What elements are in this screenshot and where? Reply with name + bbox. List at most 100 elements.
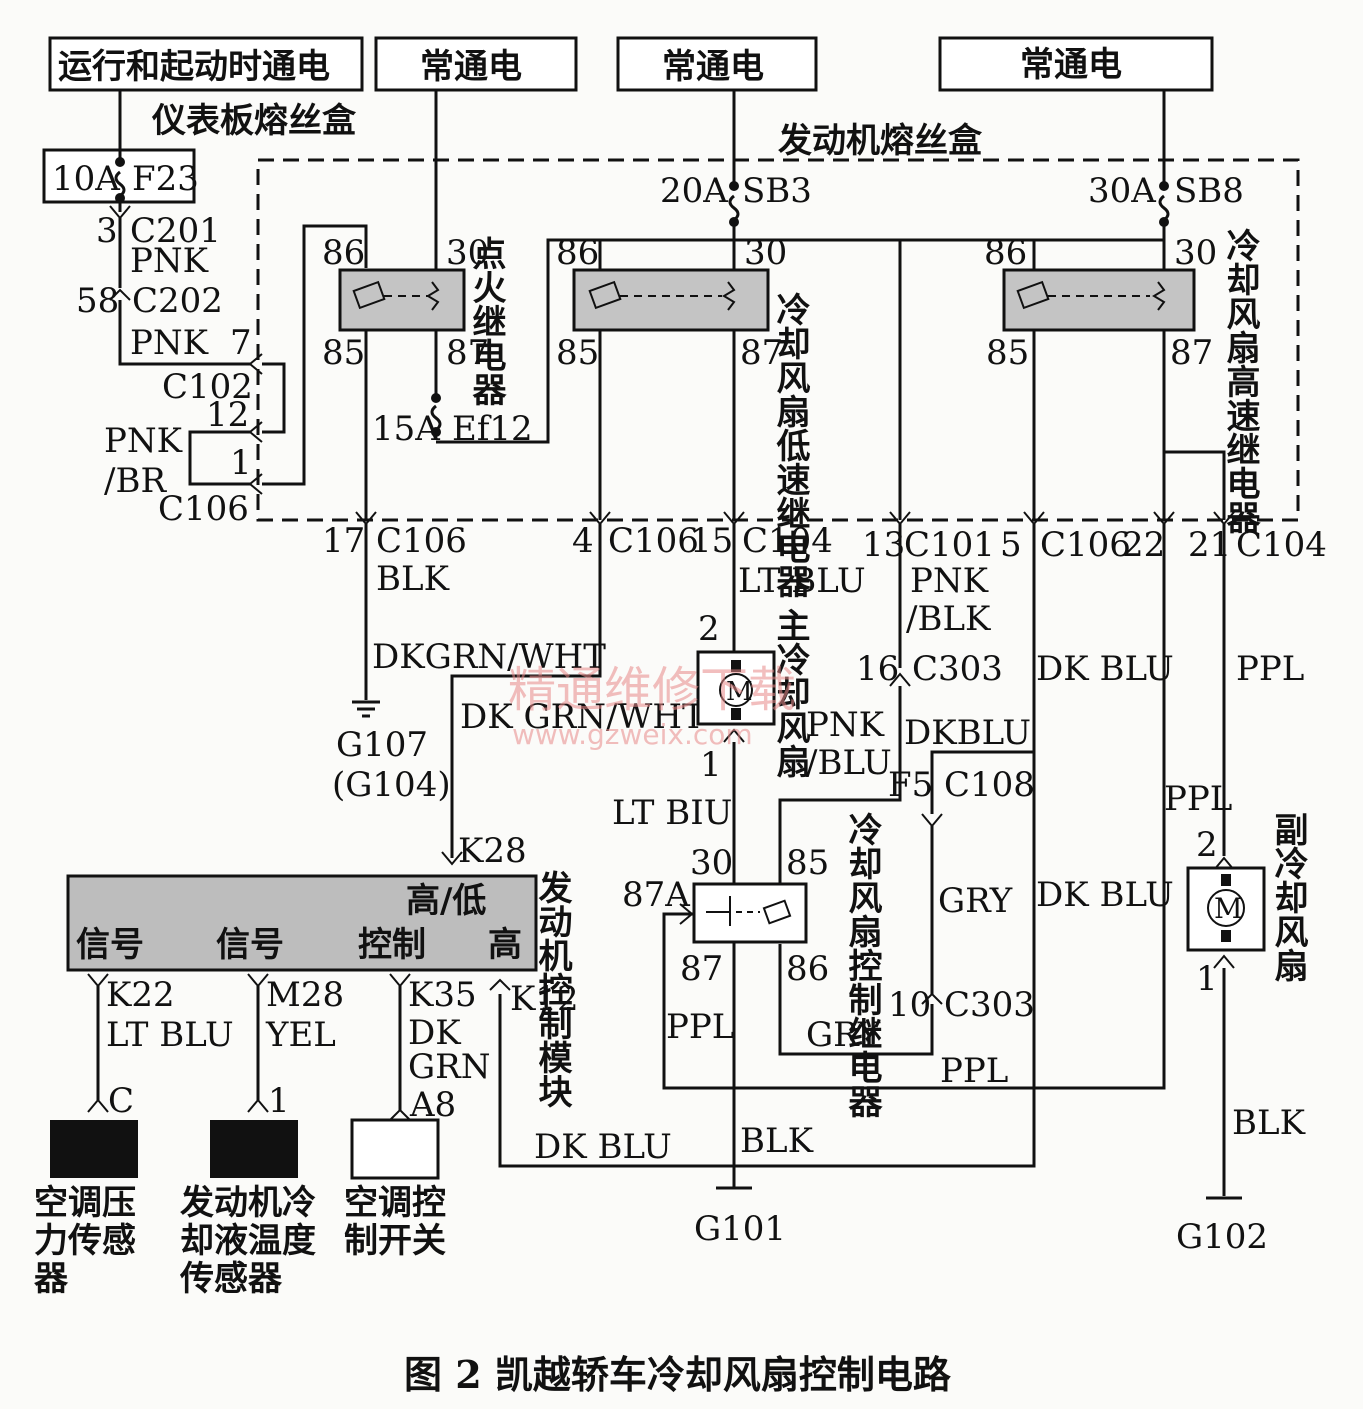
- ctrl-relay-pin-87: 87: [680, 949, 723, 989]
- power-label-battery-3: 常通电: [1020, 45, 1122, 85]
- c108-pin-f5: F5: [888, 765, 933, 805]
- wire-ppl-d: PPL: [1236, 649, 1304, 689]
- wire-dk-grn-1: DK: [408, 1013, 461, 1053]
- wire-dk-blu-a: DK BLU: [1036, 649, 1174, 689]
- c102-pin: 7: [230, 323, 252, 363]
- main-fan-name: 主冷却风扇: [770, 608, 810, 779]
- c106-5-label: C106: [1040, 525, 1131, 565]
- c202-pin: 58: [76, 281, 119, 321]
- low-speed-relay: [572, 268, 770, 332]
- c102-label: C102: [162, 367, 253, 407]
- wire-gry-b: GRY: [806, 1015, 881, 1055]
- wire-gry-a: GRY: [938, 881, 1013, 921]
- wire-ppl-a: PPL: [1164, 779, 1232, 819]
- ignition-relay: [338, 268, 466, 332]
- wire-blk-g107: BLK: [376, 559, 450, 599]
- main-cooling-fan-motor: M: [696, 650, 776, 726]
- c104-21-label: C104: [1236, 525, 1327, 565]
- ecm-pin-k35: K35: [408, 975, 477, 1015]
- ctrl-relay-pin-87a: 87A: [622, 875, 690, 915]
- wire-pnk-blu-2: /BLU: [806, 743, 892, 783]
- power-source-run-crank: 运行和起动时通电: [48, 36, 364, 92]
- coolant-temp-sensor: [210, 1120, 298, 1178]
- watermark-text: 精通维修下载: [508, 662, 796, 718]
- ground-g101: G101: [694, 1209, 786, 1249]
- c106-pin-1: 1: [230, 443, 252, 483]
- wire-dkgrn-wht-2: DK GRN/WHT: [460, 697, 705, 737]
- c201-pin: 3: [96, 211, 118, 251]
- wire-dk-blu-b: DK BLU: [1036, 875, 1174, 915]
- wire-yel-m28: YEL: [265, 1015, 336, 1055]
- ecm-label-signal-2: 信号: [216, 925, 284, 965]
- c303-pin-10: 10: [888, 985, 931, 1025]
- sub-fan-motor-symbol: M: [1214, 892, 1243, 925]
- fuse-sb8-rating: 30A: [1088, 171, 1156, 211]
- ac-control-switch: [350, 1118, 440, 1180]
- wire-pnk-br-1: PNK: [104, 421, 183, 461]
- wire-dkblu-c: DKBLU: [904, 713, 1031, 753]
- c104-15-label: C104: [742, 521, 833, 561]
- engine-control-module: 高/低 信号 信号 控制 高: [66, 874, 538, 972]
- sub-cooling-fan-motor: M: [1186, 866, 1266, 952]
- c201-label: C201: [130, 211, 221, 251]
- power-source-battery-2: 常通电: [616, 36, 818, 92]
- high-speed-relay: [1002, 268, 1196, 332]
- main-fan-pin-1: 1: [700, 745, 722, 785]
- ac-control-switch-label: 空调控制开关: [344, 1184, 446, 1261]
- sub-fan-pin-1: 1: [1196, 959, 1218, 999]
- wire-pnk-br-2: /BR: [104, 461, 167, 501]
- wire-lt-blu-main: LT BLU: [738, 561, 866, 601]
- sensor-pin-c: C: [108, 1081, 134, 1121]
- ac-pressure-sensor: [50, 1120, 138, 1178]
- fuse-f23-rating: 10A: [52, 159, 120, 199]
- wire-pnk-1: PNK: [130, 241, 209, 281]
- high-relay-name: 冷却风扇高速继电器: [1220, 228, 1260, 534]
- wire-blk-g102: BLK: [1232, 1103, 1306, 1143]
- wire-ppl-b: PPL: [940, 1051, 1008, 1091]
- high-relay-pin-87: 87: [1170, 333, 1213, 373]
- ctrl-relay-pin-86: 86: [786, 949, 829, 989]
- fuse-sb8-name: SB8: [1174, 171, 1244, 211]
- wire-pnk-blk-1: PNK: [910, 561, 989, 601]
- low-relay-pin-87: 87: [740, 333, 783, 373]
- c303-16-label: C303: [912, 649, 1003, 689]
- wire-dk-blu-bottom: DK BLU: [534, 1127, 672, 1167]
- control-relay-name: 冷却风扇控制继电器: [842, 812, 882, 1118]
- ign-relay-pin-86: 86: [322, 233, 365, 273]
- power-label-battery-1: 常通电: [420, 47, 522, 87]
- ground-g107: G107: [336, 725, 428, 765]
- ecm-label-hi-lo: 高/低: [406, 881, 486, 921]
- high-relay-pin-30: 30: [1174, 233, 1217, 273]
- ecm-label-control: 控制: [358, 925, 426, 965]
- ecm-pin-m28: M28: [266, 975, 344, 1015]
- fuse-sb3-name: SB3: [742, 171, 812, 211]
- ctrl-relay-pin-85: 85: [786, 843, 829, 883]
- ip-fuse-box-label: 仪表板熔丝盒: [151, 101, 357, 141]
- fuse-sb3-rating: 20A: [660, 171, 728, 211]
- c104-pin-15: 15: [690, 521, 733, 561]
- main-fan-motor-symbol: M: [726, 677, 753, 707]
- wire-ppl-c: PPL: [666, 1007, 734, 1047]
- svg-text:点火继电器: 点火继电器: [466, 236, 506, 406]
- power-source-battery-3: 常通电: [938, 36, 1214, 92]
- ground-g104: (G104): [332, 765, 451, 805]
- ign-relay-pin-85: 85: [322, 333, 365, 373]
- ign-relay-pin-87: 87: [446, 333, 489, 373]
- high-relay-pin-85: 85: [986, 333, 1029, 373]
- c106-4-label: C106: [608, 521, 699, 561]
- fuse-f23: 10A F23: [42, 148, 199, 204]
- ecm-pin-k22: K22: [106, 975, 175, 1015]
- low-relay-pin-86: 86: [556, 233, 599, 273]
- wire-dkgrn-wht-1: DKGRN/WHT: [372, 637, 606, 677]
- ecm-name: 发动机控制模块: [532, 870, 572, 1108]
- power-label-battery-2: 常通电: [662, 47, 764, 87]
- sub-fan-name: 副冷却风扇: [1268, 812, 1308, 983]
- high-relay-pin-86: 86: [984, 233, 1027, 273]
- ecm-pin-k28: K28: [458, 831, 527, 871]
- ecm-label-signal-1: 信号: [76, 925, 144, 965]
- engine-fuse-box-label: 发动机熔丝盒: [778, 121, 983, 161]
- power-source-battery-1: 常通电: [374, 36, 578, 92]
- control-relay: [692, 882, 808, 944]
- figure-caption: 图 2 凯越轿车冷却风扇控制电路: [404, 1352, 952, 1397]
- wire-lt-blu-k22: LT BLU: [106, 1015, 234, 1055]
